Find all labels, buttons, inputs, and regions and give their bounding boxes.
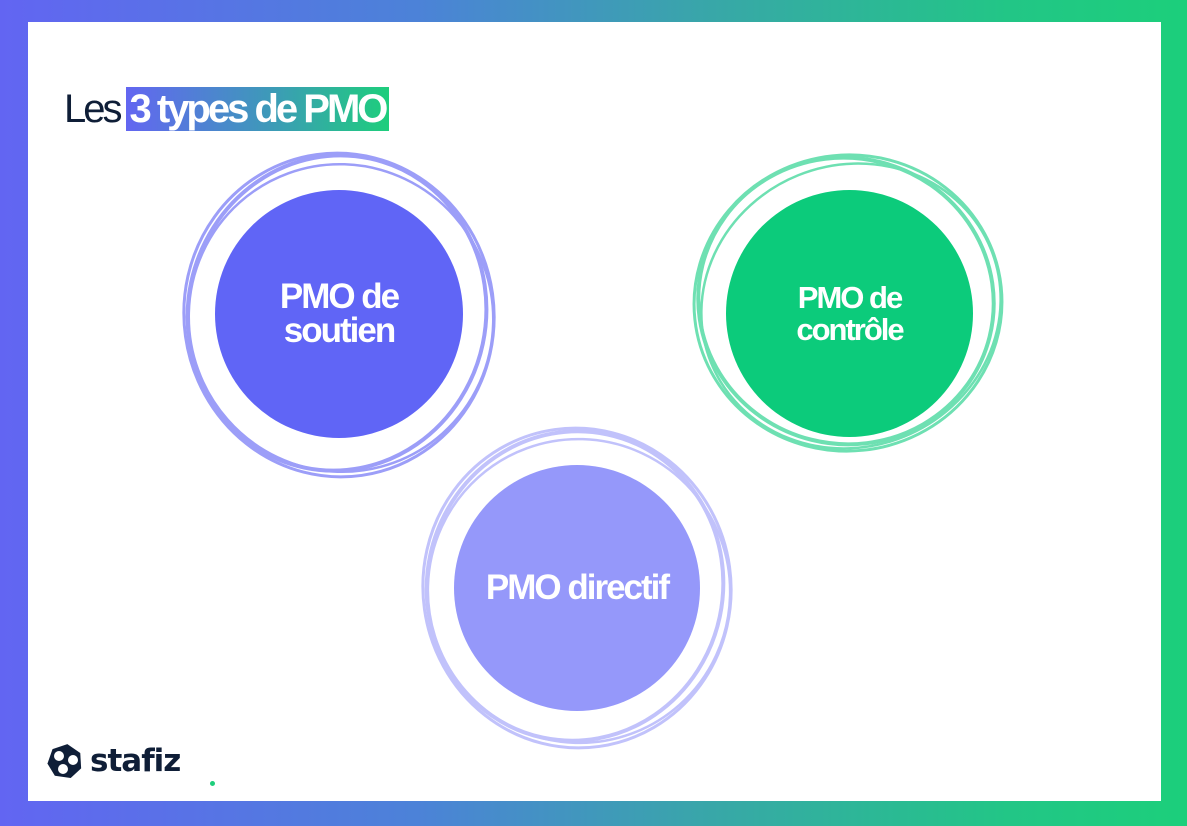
pmo-type-directif: PMO directif <box>454 465 700 711</box>
brand-dot <box>210 781 215 786</box>
pmo-type-soutien: PMO de soutien <box>215 190 463 438</box>
pmo-type-controle: PMO de contrôle <box>726 190 973 437</box>
title-prefix: Les <box>64 86 122 131</box>
brand-name: stafiz <box>90 743 181 779</box>
type-label-line2: contrôle <box>796 311 904 347</box>
title-highlight: 3 types de PMO <box>125 87 390 131</box>
ring-soutien <box>182 151 496 479</box>
type-label-line1: PMO de <box>797 279 903 315</box>
type-label-line1: PMO directif <box>485 568 670 607</box>
type-label-line2: soutien <box>283 311 396 350</box>
ring-controle <box>692 153 1004 453</box>
brand-logo: stafiz <box>46 742 215 786</box>
type-label-line1: PMO de <box>279 277 400 316</box>
page-title: Les 3 types de PMO <box>64 84 390 134</box>
ring-directif <box>421 426 733 750</box>
stafiz-logo-icon <box>47 744 82 778</box>
